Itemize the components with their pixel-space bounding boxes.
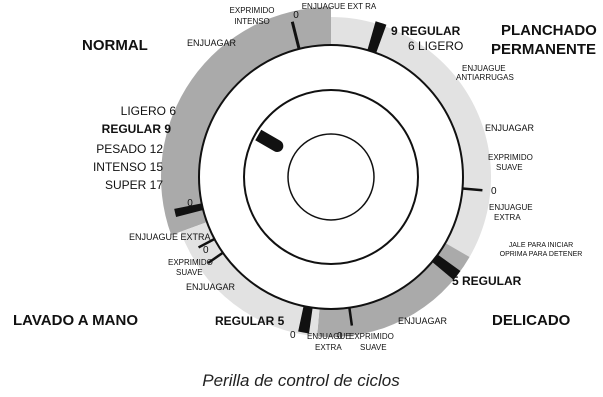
setting-hand-zero-left: 0 — [203, 245, 209, 256]
knob-instructions: JALE PARA INICIAR OPRIMA PARA DETENER — [500, 242, 583, 258]
dial-inner-ring — [243, 89, 419, 265]
setting-hand-enjuagar: ENJUAGAR — [186, 282, 236, 292]
setting-enjuague-extra-top: ENJUAGUE EXT RA — [302, 2, 377, 11]
permanent-press-settings: 9 REGULAR 6 LIGERO ENJUAGUE ANTIARRUGAS … — [391, 24, 535, 222]
hand-wash-settings: REGULAR 5 0 ENJUAGUE EXTRA ENJUAGAR EXPR… — [129, 232, 351, 352]
setting-pp-regular-9: 9 REGULAR — [391, 24, 461, 38]
section-planchado-line2: PERMANENTE — [491, 41, 596, 58]
setting-pp-extra-line1: ENJUAGUE — [489, 203, 533, 212]
dial-center-ring — [287, 133, 375, 221]
setting-antiarrugas-line2: ANTIARRUGAS — [456, 73, 514, 82]
marker-permanent-zero — [462, 187, 483, 192]
setting-delicado-enjuagar: ENJUAGAR — [398, 316, 448, 326]
setting-normal-zero-left: 0 — [187, 198, 193, 209]
setting-exprimido-suave-pp-line1: EXPRIMIDO — [488, 153, 533, 162]
setting-hand-enjuague-extra: ENJUAGUE EXTRA — [129, 232, 211, 242]
setting-exprimido-suave-pp-line2: SUAVE — [496, 163, 523, 172]
setting-hand-extra-line1: ENJUAGUE — [307, 332, 351, 341]
setting-intenso-15: INTENSO 15 — [93, 160, 163, 174]
section-normal: NORMAL — [82, 37, 148, 54]
setting-antiarrugas-line1: ENJUAGUE — [462, 64, 506, 73]
setting-delicado-regular-5: 5 REGULAR — [452, 274, 522, 288]
setting-hand-extra-line2: EXTRA — [315, 343, 342, 352]
section-titles: NORMAL PLANCHADO PERMANENTE LAVADO A MAN… — [13, 22, 597, 329]
marker-permanent-regular-9 — [367, 21, 387, 53]
setting-pp-extra-line2: EXTRA — [494, 213, 521, 222]
normal-top-labels: EXPRIMIDO INTENSO 0 ENJUAGUE EXT RA 0 — [187, 2, 377, 209]
dial-pointer — [255, 129, 284, 153]
setting-exprimido-suave-hand-line2: SUAVE — [176, 268, 203, 277]
setting-normal-zero-top: 0 — [293, 10, 299, 21]
section-planchado-line1: PLANCHADO — [501, 22, 597, 39]
setting-normal-enjuagar: ENJUAGAR — [187, 38, 237, 48]
permanent-press-band — [331, 17, 491, 257]
setting-delicado-zero: 0 — [337, 331, 343, 342]
setting-exprimido-suave-del-line1: EXPRIMIDO — [349, 332, 394, 341]
section-lavado-a-mano: LAVADO A MANO — [13, 312, 138, 329]
diagram-caption: Perilla de control de ciclos — [202, 371, 400, 390]
normal-settings: LIGERO 6 REGULAR 9 PESADO 12 INTENSO 15 … — [93, 38, 237, 192]
section-delicado: DELICADO — [492, 312, 571, 329]
setting-exprimido-suave-hand-line1: EXPRIMIDO — [168, 258, 213, 267]
marker-normal-zero — [290, 21, 301, 50]
instruction-push-to-stop: OPRIMA PARA DETENER — [500, 251, 583, 258]
setting-hand-zero-bottom: 0 — [290, 330, 296, 341]
marker-normal-super — [174, 203, 204, 218]
setting-regular-9: REGULAR 9 — [102, 122, 172, 136]
marker-delicate-regular-5 — [432, 254, 461, 280]
dial-markers — [174, 21, 483, 334]
setting-pp-ligero-6: 6 LIGERO — [408, 39, 463, 53]
delicate-settings: 5 REGULAR ENJUAGAR 0 EXPRIMIDO SUAVE — [337, 274, 522, 352]
setting-exprimido-suave-del-line2: SUAVE — [360, 343, 387, 352]
setting-hand-regular-5: REGULAR 5 — [215, 314, 285, 328]
setting-exprimido-intenso-line2: INTENSO — [234, 17, 270, 26]
setting-pp-enjuagar: ENJUAGAR — [485, 123, 535, 133]
setting-exprimido-intenso-line1: EXPRIMIDO — [230, 6, 275, 15]
marker-delicate-zero — [348, 307, 354, 326]
setting-super-17: SUPER 17 — [105, 178, 163, 192]
marker-hand-wash-extra — [197, 237, 216, 249]
marker-hand-wash-regular-5 — [298, 306, 313, 334]
setting-pp-zero: 0 — [491, 186, 497, 197]
instruction-pull-to-start: JALE PARA INICIAR — [509, 242, 573, 249]
setting-pesado-12: PESADO 12 — [96, 142, 163, 156]
setting-ligero-6: LIGERO 6 — [121, 104, 177, 118]
marker-hand-wash-zero — [207, 251, 224, 265]
